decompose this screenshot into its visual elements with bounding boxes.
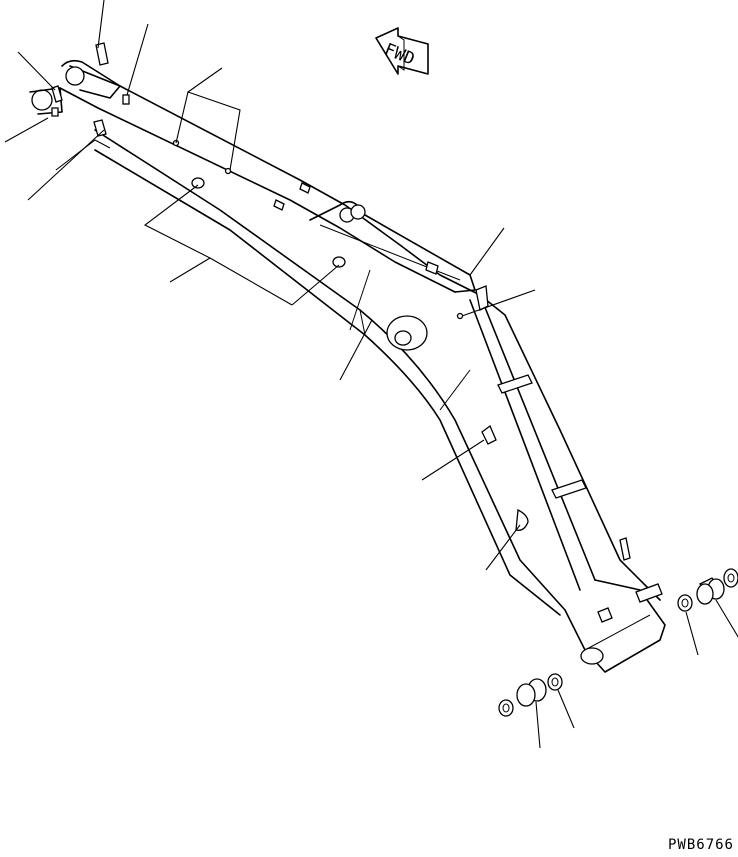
plug-1 xyxy=(191,177,205,189)
grease-fitting-3 xyxy=(456,312,464,320)
clip-5 xyxy=(475,285,489,311)
tip-clip-4 xyxy=(51,107,59,117)
clip-3 xyxy=(273,199,285,211)
foot-clip-2 xyxy=(597,607,613,623)
boss-bore xyxy=(394,330,412,346)
foot-clip-1 xyxy=(635,583,663,603)
plug-2 xyxy=(332,256,346,268)
seal-right-outer xyxy=(723,568,738,588)
leader-lines xyxy=(4,0,738,749)
cylinder-pin-bore-2 xyxy=(350,204,366,220)
tip-clip-3 xyxy=(93,119,107,137)
seal-right-inner xyxy=(677,594,693,612)
grease-fitting-2 xyxy=(224,167,232,175)
arm-pin-bore-lower xyxy=(31,89,53,111)
clip-4 xyxy=(425,261,439,275)
seal-left-inner xyxy=(547,673,563,691)
cover-slot xyxy=(515,508,529,531)
bracket-mid xyxy=(481,424,497,445)
fwd-label: FWD xyxy=(381,40,417,70)
clip-1 xyxy=(122,94,130,105)
hose-clamp-3 xyxy=(619,537,631,561)
foot-pin-parts xyxy=(498,568,738,717)
arm-pin-bore-upper xyxy=(65,66,85,86)
clip-2 xyxy=(299,182,311,194)
hose-clamp-2 xyxy=(551,479,587,499)
boom-foot-pin-bore xyxy=(580,647,604,665)
excavator-boom xyxy=(29,42,666,673)
fwd-direction-marker: FWD xyxy=(375,27,429,75)
hose-clamp-1 xyxy=(497,374,533,394)
drawing-code: PWB6766 xyxy=(667,837,734,853)
tip-clip-1 xyxy=(95,42,109,66)
seal-left-outer xyxy=(498,699,514,717)
